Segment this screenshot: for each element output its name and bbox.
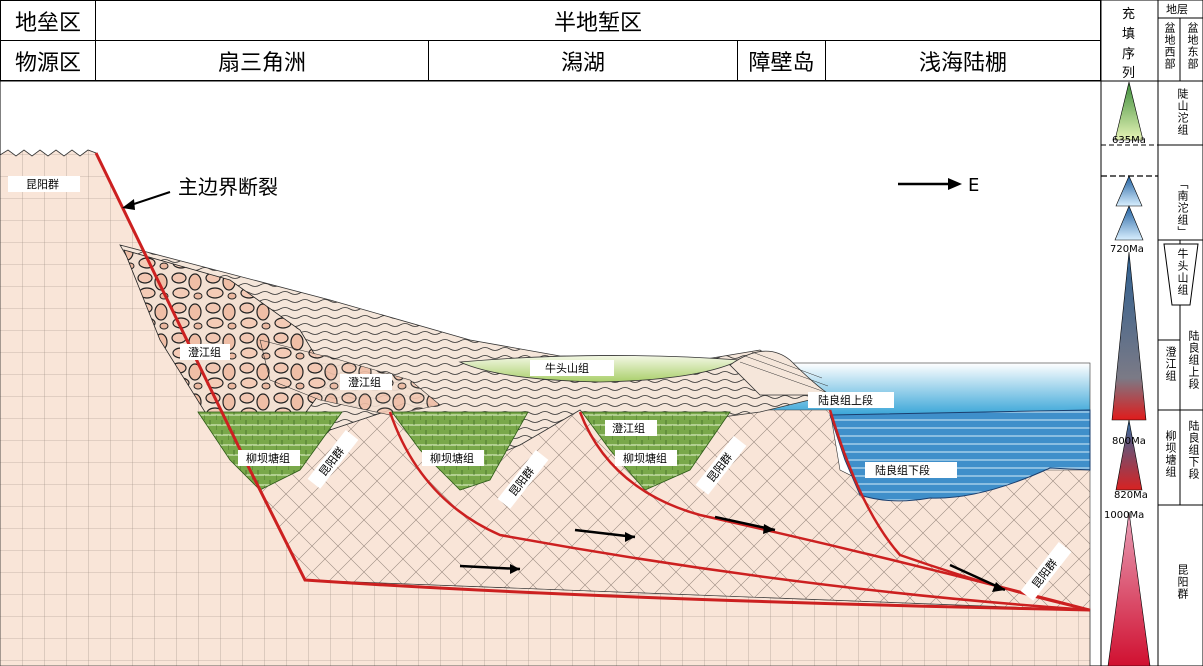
shelf-label: 浅海陆棚: [918, 50, 1007, 76]
triangle-kunyang: [1107, 511, 1151, 666]
unit-liubatang-2: 柳坝塘组: [430, 451, 474, 465]
age-720: 720Ma: [1110, 244, 1144, 255]
age-820: 820Ma: [1114, 490, 1148, 501]
unit-liuliang-upper: 陆良组上段: [818, 393, 873, 407]
horst-basement: [0, 149, 1091, 666]
barrier-island-label: 障壁岛: [748, 50, 815, 76]
lagoon-label: 潟湖: [560, 50, 605, 76]
strata-kunyang: 昆阳群: [1176, 564, 1189, 600]
fill-sequence-title-2: 填: [1122, 27, 1135, 42]
unit-liubatang-1: 柳坝塘组: [246, 451, 290, 465]
strata-east-label: 盆地东部: [1186, 22, 1199, 70]
main-fault-label: 主边界断裂: [178, 175, 278, 199]
triangle-nantuo-2: [1114, 205, 1144, 241]
header-barrier-island: 障壁岛: [737, 40, 826, 81]
strata-liuliang-upper: 陆良组上段: [1187, 330, 1200, 390]
header-horst-zone: 地垒区: [0, 0, 96, 41]
unit-chengjiang-2: 澄江组: [348, 375, 381, 389]
strata-west-label: 盆地西部: [1163, 22, 1176, 70]
age-800: 800Ma: [1112, 436, 1146, 447]
fill-sequence-title-3: 序: [1122, 47, 1135, 62]
unit-liubatang-3: 柳坝塘组: [623, 451, 667, 465]
liuliang-lower-body: [829, 409, 1091, 502]
strata-luoshantuo: 陡山沱组: [1176, 88, 1189, 136]
header-lagoon: 潟湖: [428, 40, 738, 81]
unit-liuliang-lower: 陆良组下段: [875, 463, 930, 477]
header-halfgraben-label: 半地堑区: [553, 10, 642, 36]
strata-liuliang-lower: 陆良组下段: [1187, 420, 1200, 480]
strata-niutoushan: 牛头山组: [1176, 248, 1189, 296]
header-horst-label: 地垒区: [14, 10, 81, 36]
fault-2: [388, 411, 1091, 612]
age-1000: 1000Ma: [1104, 510, 1144, 521]
fault-4: [828, 409, 1091, 612]
unit-kunyang-left: 昆阳群: [26, 177, 59, 191]
strata-title: 地层: [1166, 3, 1188, 16]
strata-liubatang: 柳坝塘组: [1164, 430, 1177, 478]
main-boundary-fault: [94, 152, 1091, 612]
triangle-luoshantuo: [1114, 81, 1144, 141]
strata-chengjiang: 澄江组: [1164, 346, 1177, 382]
header-shelf: 浅海陆棚: [825, 40, 1101, 81]
strata-nantuo: 「南沱组」: [1176, 178, 1189, 238]
age-635: 635Ma: [1112, 135, 1146, 146]
fill-sequence-title-4: 列: [1122, 66, 1135, 81]
header-source-zone: 物源区: [0, 40, 96, 81]
header-source-label: 物源区: [14, 50, 81, 76]
niutoushan-trapezoid: [1163, 243, 1199, 306]
unit-niutoushan: 牛头山组: [545, 361, 589, 375]
fan-delta-label: 扇三角洲: [217, 50, 306, 76]
fill-sequence-title-1: 充: [1122, 6, 1135, 22]
header-fan-delta: 扇三角洲: [95, 40, 429, 81]
triangle-liubatang: [1115, 419, 1143, 491]
east-label: E: [968, 175, 979, 196]
unit-chengjiang-1: 澄江组: [188, 345, 221, 359]
unit-chengjiang-3: 澄江组: [612, 421, 645, 435]
